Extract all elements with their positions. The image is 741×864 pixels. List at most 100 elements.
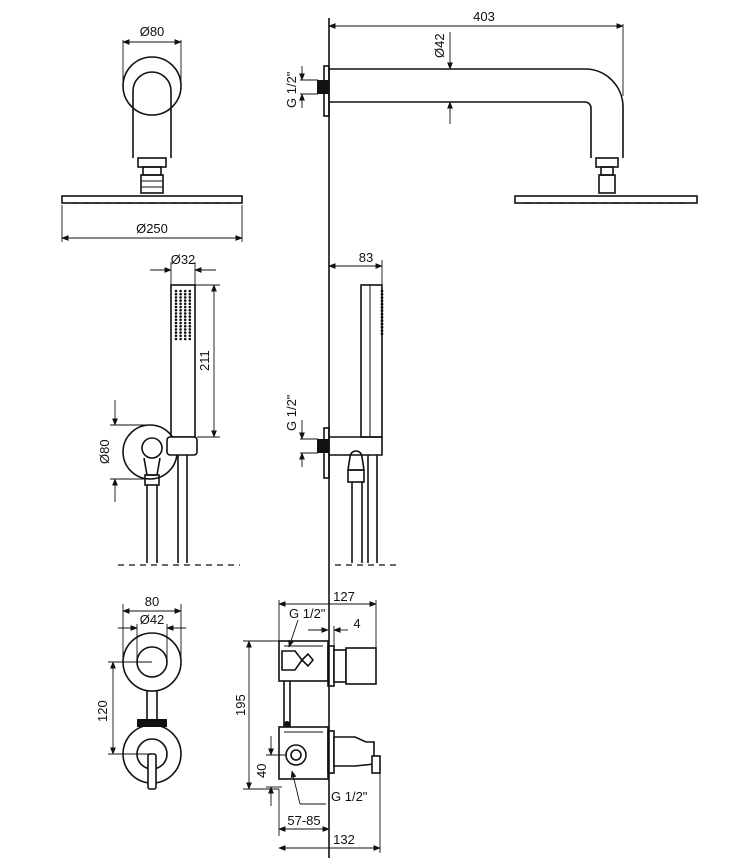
nozzle-dot — [183, 292, 187, 296]
hand-shower-front-view — [118, 284, 240, 566]
dim-195: 195 — [233, 640, 279, 790]
dim-127: 127 — [278, 589, 377, 648]
nozzle-dot — [183, 328, 187, 331]
nozzle-dot — [179, 292, 182, 296]
nozzle-dot — [179, 324, 182, 328]
label-d80-side: Ø80 — [97, 439, 112, 464]
nozzle-dot — [188, 318, 192, 322]
label-403: 403 — [473, 9, 495, 24]
dim-80-bottom: 80 — [122, 594, 182, 662]
diverter-cartridge — [345, 647, 377, 685]
nozzle-dot — [188, 324, 192, 328]
label-d80-top: Ø80 — [140, 24, 165, 39]
dim-g-half-mid: G 1/2" — [284, 394, 318, 467]
nozzle-dot — [183, 315, 187, 318]
concealed-box-side-view — [278, 640, 381, 780]
nozzle-dot — [174, 305, 178, 309]
dim-211: 211 — [195, 284, 220, 438]
dim-83: 83 — [328, 250, 383, 285]
nozzle-dot — [183, 321, 187, 325]
dim-403: 403 — [328, 9, 624, 96]
nozzle-dot — [183, 312, 187, 315]
label-120: 120 — [95, 700, 110, 722]
nozzle-dot — [179, 312, 182, 315]
dim-4: 4 — [308, 616, 361, 646]
holder-connector — [317, 439, 329, 453]
nozzle-dot — [174, 312, 178, 315]
nozzle-dot — [174, 337, 178, 341]
side-nozzle-dot — [380, 319, 384, 323]
nozzle-dot — [179, 305, 182, 309]
nozzle-dot — [174, 299, 178, 302]
nozzle-dot — [179, 308, 182, 312]
nozzle-dot — [179, 331, 182, 334]
dim-d80-side: Ø80 — [97, 400, 150, 502]
label-195: 195 — [233, 694, 248, 716]
side-nozzle-dot — [380, 299, 384, 303]
nozzle-dots — [174, 289, 192, 341]
side-nozzle-dots — [380, 289, 384, 336]
mixer-lever — [147, 753, 157, 790]
label-40: 40 — [254, 764, 269, 778]
nozzle-dot — [179, 302, 182, 306]
nozzle-dot — [188, 308, 192, 312]
nozzle-dot — [188, 315, 192, 318]
nozzle-dot — [179, 337, 182, 341]
label-d42-arm: Ø42 — [432, 33, 447, 58]
side-nozzle-dot — [380, 292, 384, 296]
label-g-half-top: G 1/2" — [284, 71, 299, 108]
label-57-85: 57-85 — [287, 813, 320, 828]
side-nozzle-dot — [380, 302, 384, 306]
shower-arm-side-view — [317, 65, 698, 204]
side-nozzle-dot — [380, 312, 384, 316]
nozzle-dot — [174, 331, 178, 334]
dim-40: 40 — [254, 736, 286, 806]
dim-57-85: 57-85 — [278, 789, 330, 836]
nozzle-dot — [179, 318, 182, 322]
dim-g-half-valve-top: G 1/2" — [288, 606, 326, 648]
nozzle-dot — [188, 302, 192, 306]
rain-plate-front — [61, 195, 243, 204]
nozzle-dot — [179, 296, 182, 299]
label-211: 211 — [197, 350, 212, 371]
nozzle-dot — [188, 299, 192, 302]
label-4: 4 — [353, 616, 360, 631]
label-132: 132 — [333, 832, 355, 847]
nozzle-dot — [174, 302, 178, 306]
nozzle-dot — [179, 334, 182, 338]
nozzle-dot — [188, 321, 192, 325]
side-nozzle-dot — [380, 296, 384, 299]
nozzle-dot — [188, 334, 192, 338]
hand-shower-side-view — [317, 284, 400, 566]
nozzle-dot — [188, 289, 192, 293]
side-nozzle-dot — [380, 309, 384, 313]
arm-elbow — [132, 71, 172, 158]
nozzle-dot — [174, 315, 178, 318]
nozzle-dot — [183, 289, 187, 293]
nozzle-dot — [183, 302, 187, 306]
side-nozzle-dot — [380, 332, 384, 336]
nozzle-dot — [174, 318, 178, 322]
label-d42-bottom: Ø42 — [140, 612, 165, 627]
nozzle-dot — [188, 312, 192, 315]
nozzle-dot — [188, 331, 192, 334]
dim-120: 120 — [95, 661, 152, 755]
label-127: 127 — [333, 589, 355, 604]
label-d250: Ø250 — [136, 221, 168, 236]
side-nozzle-dot — [380, 289, 384, 293]
nozzle-dot — [188, 328, 192, 331]
label-d32: Ø32 — [171, 252, 196, 267]
side-nozzle-dot — [380, 325, 384, 329]
nozzle-dot — [179, 289, 182, 293]
nozzle-dot — [174, 308, 178, 312]
nozzle-dot — [179, 328, 182, 331]
nozzle-dot — [188, 292, 192, 296]
label-g-half-mid: G 1/2" — [284, 394, 299, 431]
nozzle-dot — [179, 315, 182, 318]
label-g-half-valve-top: G 1/2" — [289, 606, 326, 621]
nozzle-dot — [183, 324, 187, 328]
dim-d42-arm: Ø42 — [432, 32, 453, 124]
holder-bracket — [166, 436, 198, 456]
hand-shower-body — [170, 284, 196, 438]
